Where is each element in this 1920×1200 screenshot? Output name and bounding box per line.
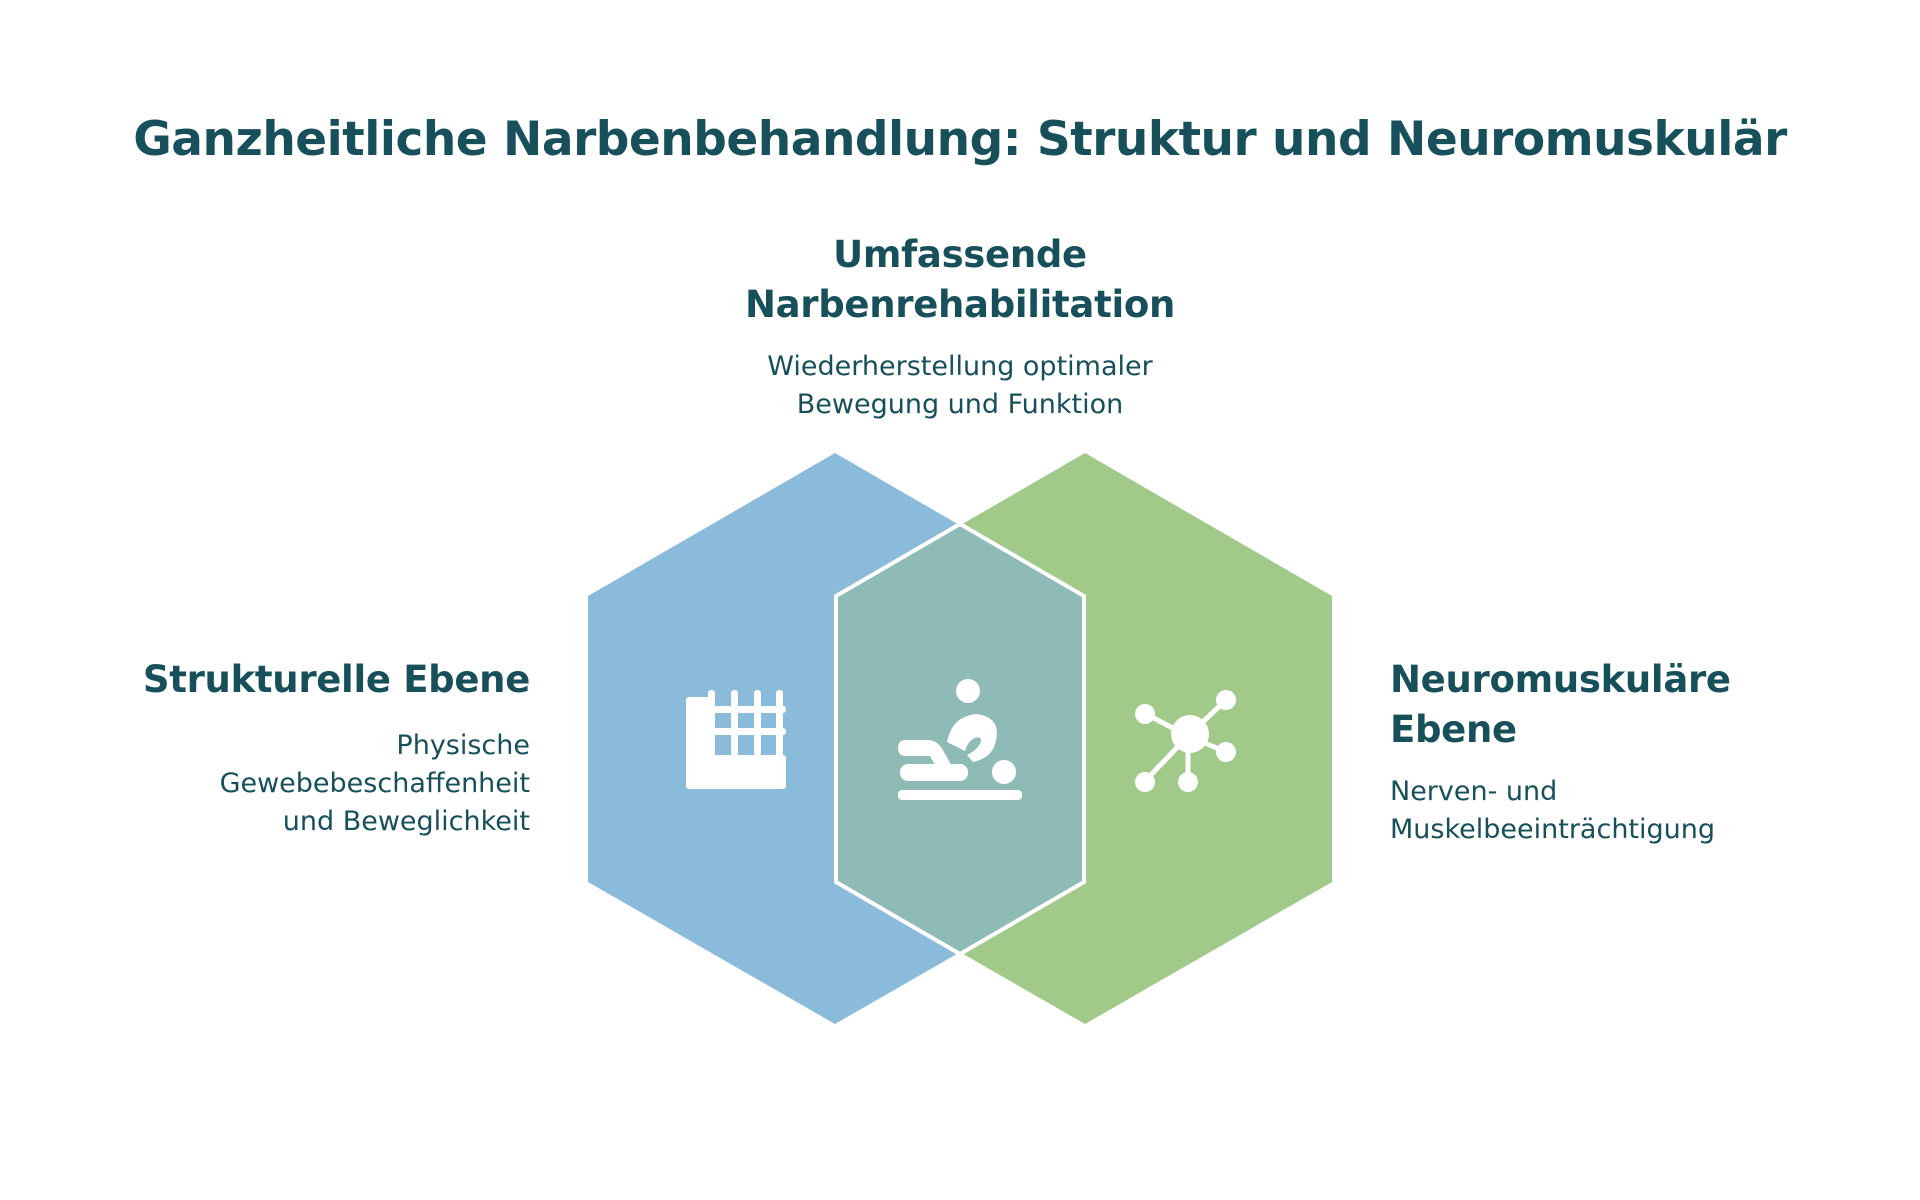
left-desc-line1: Physische xyxy=(396,730,530,761)
right-heading-line2: Ebene xyxy=(1390,708,1517,751)
left-heading: Strukturelle Ebene xyxy=(142,658,530,701)
network-nodes-icon xyxy=(1135,690,1236,792)
center-label-block: Umfassende Narbenrehabilitation Wiederhe… xyxy=(560,230,1360,424)
left-desc-line2: Gewebebeschaffenheit xyxy=(219,768,530,799)
right-desc-line1: Nerven- und xyxy=(1390,776,1558,807)
right-desc-line2: Muskelbeeinträchtigung xyxy=(1390,814,1716,845)
right-label-block: Neuromuskuläre Ebene Nerven- und Muskelb… xyxy=(1390,655,1890,849)
building-structure-icon xyxy=(686,690,786,789)
massage-therapy-icon xyxy=(898,679,1022,800)
center-heading-line2: Narbenrehabilitation xyxy=(744,283,1176,326)
page-title: Ganzheitliche Narbenbehandlung: Struktur… xyxy=(133,112,1787,167)
center-desc-line1: Wiederherstellung optimaler xyxy=(767,351,1153,382)
left-label-block: Strukturelle Ebene Physische Gewebebesch… xyxy=(60,655,530,841)
center-desc-line2: Bewegung und Funktion xyxy=(796,389,1124,420)
left-desc-line3: und Beweglichkeit xyxy=(282,806,530,837)
right-heading-line1: Neuromuskuläre xyxy=(1390,658,1731,701)
center-heading-line1: Umfassende xyxy=(833,233,1087,276)
